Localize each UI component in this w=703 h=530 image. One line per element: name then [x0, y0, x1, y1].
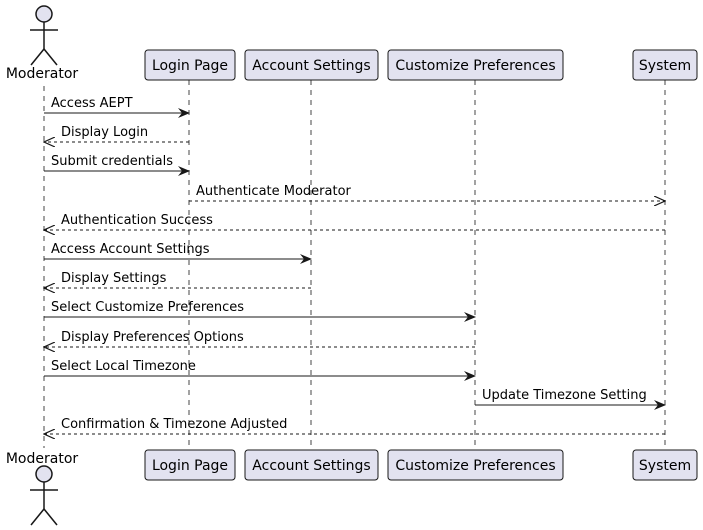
participant-box	[144, 49, 236, 81]
message-6: Access Account Settings	[44, 242, 312, 264]
participant-label: Customize Preferences	[395, 458, 555, 474]
participant-box	[244, 449, 379, 481]
participant-system-bottom: System	[632, 449, 698, 481]
participant-account-bottom: Account Settings	[244, 449, 379, 481]
message-label: Display Preferences Options	[61, 330, 244, 345]
participant-label: Moderator	[6, 66, 79, 82]
message-label: Update Timezone Setting	[482, 388, 647, 403]
participants-bottom: Moderator Login Page Account Settings Custo…	[6, 449, 698, 526]
stick-figure-icon	[30, 5, 58, 66]
participant-box	[632, 49, 698, 81]
participant-label: Account Settings	[252, 458, 370, 474]
message-label: Authentication Success	[61, 213, 213, 228]
message-label: Submit credentials	[51, 154, 173, 169]
participant-label: Login Page	[152, 58, 228, 74]
participant-box	[387, 49, 564, 81]
participant-label: Account Settings	[252, 58, 370, 74]
participant-label: System	[639, 458, 691, 474]
participant-prefs-top: Customize Preferences	[387, 49, 564, 81]
message-label: Select Local Timezone	[51, 359, 196, 374]
message-label: Confirmation & Timezone Adjusted	[61, 417, 287, 432]
stick-figure-icon	[30, 465, 58, 526]
participant-box	[144, 449, 236, 481]
message-3: Submit credentials	[44, 154, 190, 176]
message-8: Select Customize Preferences	[44, 300, 476, 322]
participant-account-top: Account Settings	[244, 49, 379, 81]
participant-label: Moderator	[6, 451, 79, 467]
message-2: Display Login	[44, 125, 189, 142]
message-label: Display Settings	[61, 271, 167, 286]
actor-moderator-top: Moderator	[6, 5, 79, 82]
message-9: Display Preferences Options	[44, 330, 475, 347]
message-11: Update Timezone Setting	[475, 388, 666, 410]
message-7: Display Settings	[44, 271, 311, 288]
message-4: Authenticate Moderator	[189, 184, 665, 201]
actor-moderator-bottom: Moderator	[6, 451, 79, 526]
message-label: Display Login	[61, 125, 148, 140]
participant-label: Customize Preferences	[395, 58, 555, 74]
participant-login-bottom: Login Page	[144, 449, 236, 481]
message-1: Access AEPT	[44, 96, 190, 118]
message-10: Select Local Timezone	[44, 359, 476, 381]
participant-system-top: System	[632, 49, 698, 81]
participant-label: System	[639, 58, 691, 74]
participant-box	[387, 449, 564, 481]
message-label: Access AEPT	[51, 96, 133, 111]
participants-top: Moderator Login Page Account Settings Custo…	[6, 5, 698, 82]
message-5: Authentication Success	[44, 213, 665, 230]
message-label: Select Customize Preferences	[51, 300, 244, 315]
participant-box	[632, 449, 698, 481]
message-label: Access Account Settings	[51, 242, 210, 257]
participant-prefs-bottom: Customize Preferences	[387, 449, 564, 481]
participant-login-top: Login Page	[144, 49, 236, 81]
participant-label: Login Page	[152, 458, 228, 474]
message-12: Confirmation & Timezone Adjusted	[44, 417, 665, 434]
message-label: Authenticate Moderator	[196, 184, 352, 199]
participant-box	[244, 49, 379, 81]
